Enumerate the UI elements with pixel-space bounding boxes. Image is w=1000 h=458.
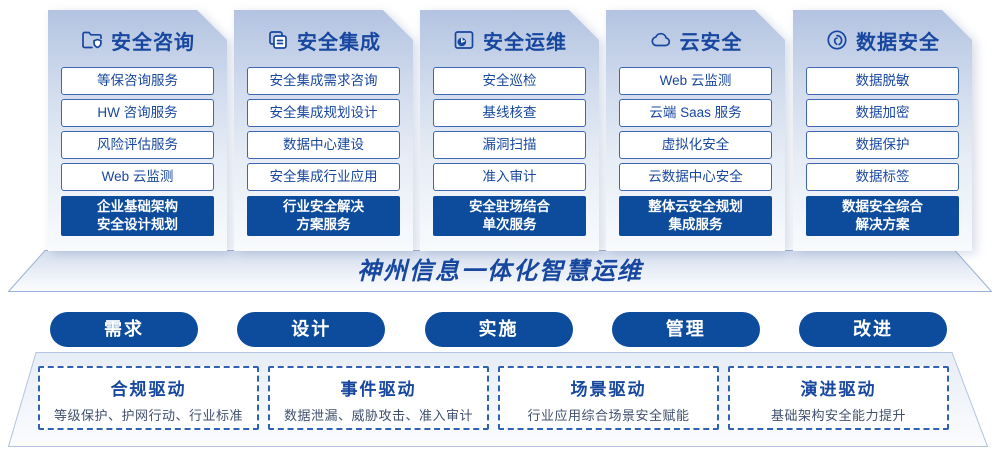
- column-data-security: 数据安全 数据脱敏 数据加密 数据保护 数据标签 数据安全综合 解决方案: [793, 10, 972, 251]
- driver-subtitle: 行业应用综合场景安全赋能: [527, 408, 690, 423]
- ops-clock-icon: [452, 28, 476, 52]
- folder-shield-icon: [80, 28, 104, 52]
- driver-subtitle: 基础架构安全能力提升: [770, 408, 906, 423]
- highlight-box: 数据安全综合 解决方案: [806, 196, 959, 236]
- driver-box-compliance: 合规驱动 等级保护、护网行动、行业标准: [38, 366, 259, 430]
- service-item: 数据加密: [806, 99, 959, 127]
- driver-subtitle: 数据泄漏、威胁攻击、准入审计: [283, 408, 473, 423]
- service-item: 数据标签: [806, 163, 959, 191]
- driver-subtitle: 等级保护、护网行动、行业标准: [53, 408, 243, 423]
- column-title: 安全运维: [483, 31, 567, 54]
- copy-documents-icon: [266, 28, 290, 52]
- highlight-line: 行业安全解决: [283, 199, 364, 214]
- driver-title: 场景驱动: [570, 380, 647, 399]
- phase-pill-implementation: 实施: [424, 312, 573, 347]
- driver-box-evolution: 演进驱动 基础架构安全能力提升: [728, 366, 949, 430]
- cloud-icon: [649, 28, 673, 52]
- service-item: 等保咨询服务: [61, 67, 214, 95]
- service-item: Web 云监测: [619, 67, 772, 95]
- column-security-integration: 安全集成 安全集成需求咨询 安全集成规划设计 数据中心建设 安全集成行业应用 行…: [234, 10, 413, 251]
- service-item: HW 咨询服务: [61, 99, 214, 127]
- highlight-line: 单次服务: [482, 217, 537, 232]
- column-title: 数据安全: [856, 31, 940, 54]
- highlight-box: 行业安全解决 方案服务: [247, 196, 400, 236]
- service-item: 安全集成行业应用: [247, 163, 400, 191]
- service-item: 安全集成规划设计: [247, 99, 400, 127]
- highlight-box: 安全驻场结合 单次服务: [433, 196, 586, 236]
- highlight-line: 集成服务: [668, 217, 723, 232]
- service-item: 虚拟化安全: [619, 131, 772, 159]
- column-cloud-security: 云安全 Web 云监测 云端 Saas 服务 虚拟化安全 云数据中心安全 整体云…: [606, 10, 785, 251]
- service-item: 准入审计: [433, 163, 586, 191]
- service-item: 漏洞扫描: [433, 131, 586, 159]
- highlight-line: 安全设计规划: [97, 217, 178, 232]
- service-item: 基线核查: [433, 99, 586, 127]
- service-item: 数据中心建设: [247, 131, 400, 159]
- driver-title: 合规驱动: [110, 380, 187, 399]
- highlight-box: 企业基础架构 安全设计规划: [61, 196, 214, 236]
- fingerprint-icon: [825, 28, 849, 52]
- service-item: 云端 Saas 服务: [619, 99, 772, 127]
- driver-title: 事件驱动: [340, 380, 417, 399]
- column-title: 安全集成: [297, 31, 381, 54]
- service-item: 安全集成需求咨询: [247, 67, 400, 95]
- phase-row: 需求 设计 实施 管理 改进: [50, 312, 947, 347]
- service-item: Web 云监测: [61, 163, 214, 191]
- service-item: 云数据中心安全: [619, 163, 772, 191]
- highlight-line: 企业基础架构: [97, 199, 178, 214]
- highlight-box: 整体云安全规划 集成服务: [619, 196, 772, 236]
- driver-box-incident: 事件驱动 数据泄漏、威胁攻击、准入审计: [268, 366, 489, 430]
- highlight-line: 解决方案: [855, 217, 910, 232]
- phase-pill-management: 管理: [611, 312, 760, 347]
- service-item: 数据脱敏: [806, 67, 959, 95]
- phase-pill-improvement: 改进: [799, 312, 947, 347]
- highlight-line: 数据安全综合: [842, 199, 923, 214]
- driver-box-scenario: 场景驱动 行业应用综合场景安全赋能: [498, 366, 719, 430]
- column-title: 云安全: [679, 31, 743, 54]
- service-item: 数据保护: [806, 131, 959, 159]
- service-item: 风险评估服务: [61, 131, 214, 159]
- highlight-line: 整体云安全规划: [648, 199, 743, 214]
- driver-title: 演进驱动: [800, 380, 877, 399]
- column-security-consulting: 安全咨询 等保咨询服务 HW 咨询服务 风险评估服务 Web 云监测 企业基础架…: [48, 10, 227, 251]
- highlight-line: 安全驻场结合: [469, 199, 550, 214]
- banner-title: 神州信息一体化智慧运维: [357, 258, 643, 285]
- service-item: 安全巡检: [433, 67, 586, 95]
- phase-pill-requirement: 需求: [50, 312, 198, 347]
- column-security-operations: 安全运维 安全巡检 基线核查 漏洞扫描 准入审计 安全驻场结合 单次服务: [420, 10, 599, 251]
- highlight-line: 方案服务: [296, 217, 351, 232]
- column-title: 安全咨询: [111, 31, 195, 54]
- phase-pill-design: 设计: [237, 312, 386, 347]
